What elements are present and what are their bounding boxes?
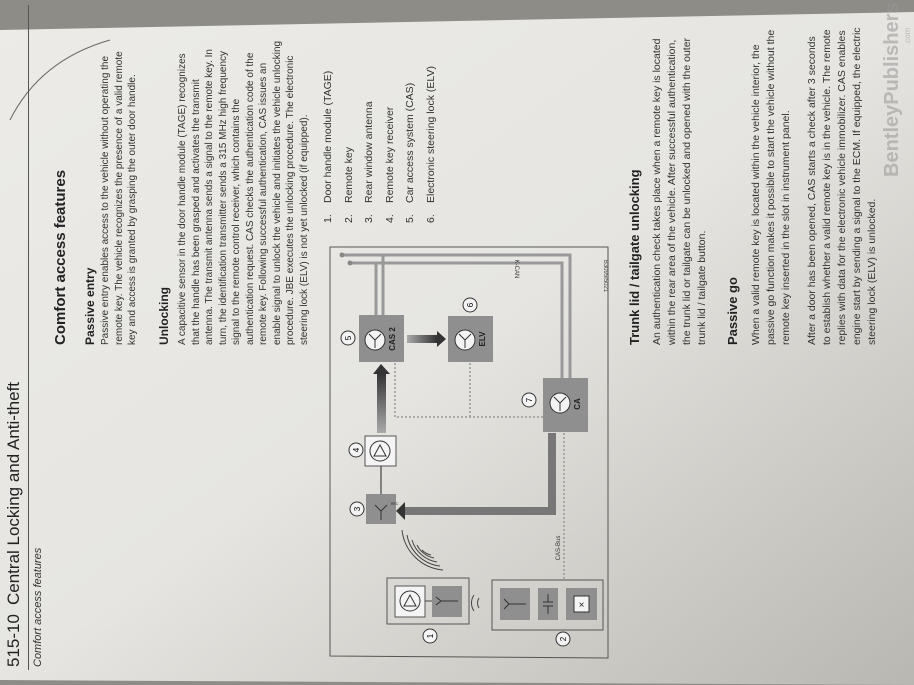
arrow-ca-to-antenna — [396, 433, 556, 520]
svg-text:CAS 2: CAS 2 — [388, 327, 397, 351]
svg-text:3: 3 — [353, 506, 362, 511]
cas-bus-label: CAS-Bus — [556, 536, 562, 561]
door-handle-module — [386, 577, 470, 625]
ca-module: CA — [543, 378, 588, 432]
k-can-label: K-CAN — [513, 260, 519, 279]
elv-module: ELV — [448, 316, 493, 362]
svg-text:1: 1 — [426, 633, 435, 638]
arrow-cas2-to-elv — [407, 331, 446, 347]
svg-text:2: 2 — [559, 636, 568, 641]
svg-text:7: 7 — [525, 397, 534, 402]
bus-node — [347, 260, 353, 266]
svg-text:ELV: ELV — [478, 331, 487, 347]
cas-bus-dotted — [394, 363, 565, 580]
bus-node — [339, 252, 345, 258]
svg-text:CA: CA — [573, 398, 582, 410]
callout-6: 6 — [462, 297, 478, 313]
svg-text:6: 6 — [466, 302, 475, 307]
figure-id: B3095I5021 — [602, 260, 608, 293]
callout-3: 3 — [349, 501, 365, 517]
callout-1: 1 — [422, 628, 438, 644]
svg-text:5: 5 — [344, 335, 353, 340]
k-can-bus — [342, 253, 572, 378]
callout-5: 5 — [340, 330, 356, 346]
callout-2: 2 — [555, 631, 571, 647]
svg-text:×: × — [579, 600, 585, 611]
antenna-icon — [374, 504, 388, 520]
arrow-to-cas2 — [373, 364, 390, 433]
callout-4: 4 — [348, 442, 364, 458]
diagram-frame — [329, 246, 609, 659]
radio-waves-icon — [401, 529, 480, 612]
remote-key-receiver — [364, 435, 397, 467]
callout-7: 7 — [521, 392, 537, 408]
triangle-icon — [373, 443, 387, 457]
remote-key: × — [491, 579, 604, 631]
cas2-module: CAS 2 — [359, 315, 404, 362]
rear-window-antenna: REC — [366, 494, 399, 524]
svg-text:REC: REC — [391, 502, 399, 506]
svg-text:4: 4 — [352, 447, 361, 452]
page-curl-line — [9, 39, 111, 121]
